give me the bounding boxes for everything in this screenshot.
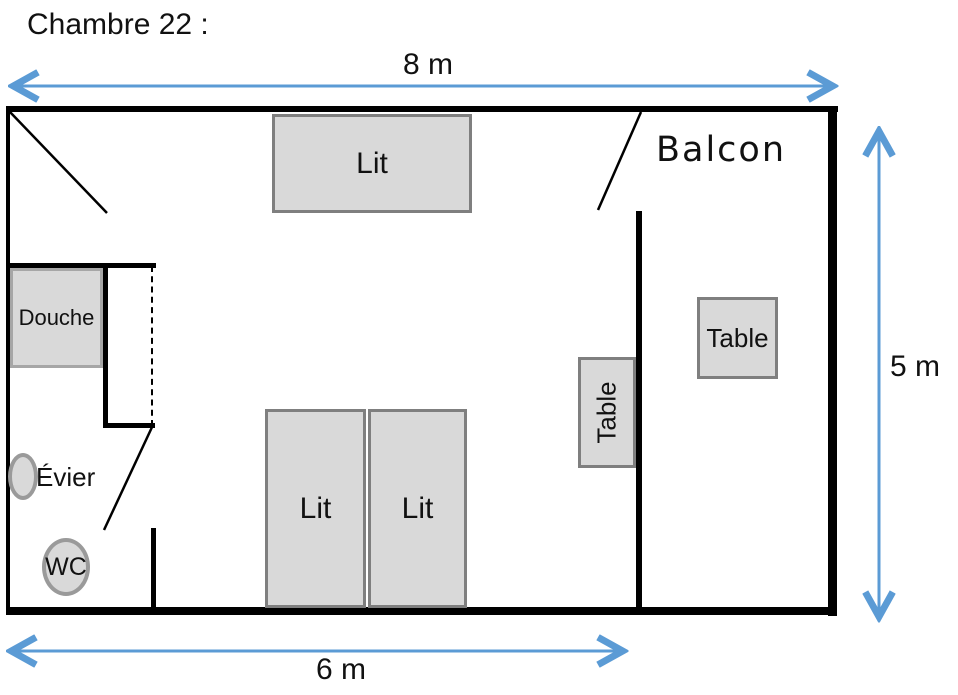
bed-bottom-left: Lit	[265, 409, 366, 608]
table-balcony-label: Table	[706, 322, 769, 353]
table-against-wall-label: Table	[591, 381, 622, 444]
wall-bathroom-inner-vertical	[103, 263, 108, 428]
bed-top-label: Lit	[356, 146, 388, 180]
bed-bottom-right-label: Lit	[401, 491, 434, 525]
wall-balcony-partition	[636, 211, 642, 611]
shower-label: Douche	[18, 305, 95, 330]
wall-bottom	[6, 607, 837, 615]
sink-oval	[8, 453, 38, 500]
bed-top: Lit	[272, 114, 472, 213]
bed-bottom-right: Lit	[368, 409, 467, 608]
bed-bottom-left-label: Lit	[299, 491, 332, 525]
wall-left	[6, 106, 10, 613]
dimension-label-bottom: 6 m	[316, 653, 367, 686]
wall-bathroom-top	[6, 263, 156, 268]
toilet-oval: WC	[42, 538, 90, 596]
entry-door-swing	[9, 111, 108, 214]
dimension-label-top: 8 m	[403, 48, 454, 81]
balcony-label: Balcon	[656, 130, 787, 170]
page-title: Chambre 22 :	[27, 8, 209, 41]
wall-bathroom-inner-horizontal	[103, 423, 155, 428]
table-against-wall: Table	[578, 357, 636, 468]
sink-label: Évier	[36, 462, 96, 492]
wall-right	[828, 106, 837, 616]
dimension-label-right: 5 m	[890, 350, 941, 383]
toilet-label: WC	[45, 552, 87, 581]
wall-top	[6, 106, 838, 112]
shower-box: Douche	[10, 268, 103, 368]
wall-bathroom-door-side	[151, 528, 156, 610]
table-balcony: Table	[697, 297, 778, 379]
balcony-door-swing	[596, 111, 643, 211]
dashed-partition-line	[151, 266, 153, 426]
bathroom-door-swing	[102, 424, 155, 531]
